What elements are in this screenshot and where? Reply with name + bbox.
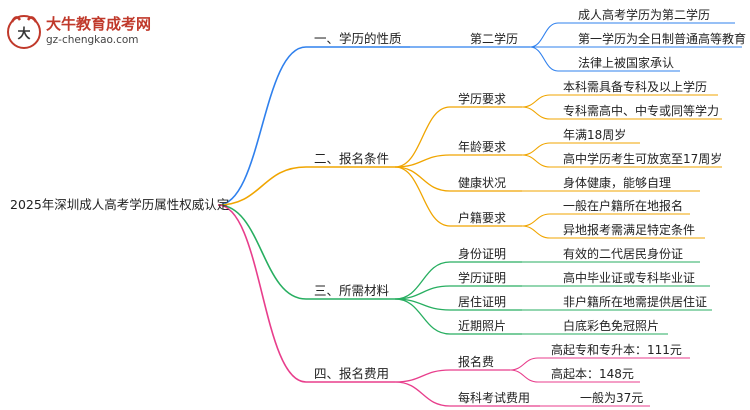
- leaf-label: 高中学历考生可放宽至17周岁: [563, 152, 723, 166]
- leaf-label: 成人高考学历为第二学历: [578, 8, 711, 22]
- sub-node-label: 健康状况: [458, 176, 507, 190]
- sub-node-label: 学历证明: [458, 271, 507, 285]
- bull-logo-icon: 大: [7, 15, 41, 49]
- branch-sub-connector: [394, 166, 451, 192]
- sub-node-label: 户籍要求: [458, 211, 507, 225]
- branch-label: 三、所需材料: [314, 283, 390, 298]
- sub-leaf-connector: [521, 106, 551, 120]
- site-logo: 大 大牛教育成考网 gz-chengkao.com: [6, 10, 156, 54]
- root-branch-connector: [217, 204, 307, 383]
- leaf-label: 高起本：148元: [551, 367, 634, 381]
- leaf-label: 一般在户籍所在地报名: [563, 199, 684, 213]
- leaf-label: 高中毕业证或专科毕业证: [563, 271, 696, 285]
- sub-node-label: 学历要求: [458, 92, 507, 106]
- leaf-label: 异地报考需满足特定条件: [563, 223, 696, 237]
- sub-leaf-connector: [521, 154, 551, 168]
- leaf-label: 法律上被国家承认: [578, 56, 675, 70]
- branch-label: 四、报名费用: [314, 366, 390, 381]
- root-node: 2025年深圳成人高考学历属性权威认定: [10, 197, 230, 212]
- sub-leaf-connector: [509, 357, 539, 371]
- branch-label: 二、报名条件: [314, 151, 390, 166]
- logo-title: 大牛教育成考网: [46, 15, 152, 33]
- branch-sub-connector: [394, 106, 451, 168]
- leaf-label: 非户籍所在地需提供居住证: [563, 295, 708, 309]
- sub-leaf-connector: [529, 46, 559, 72]
- logo-url: gz-chengkao.com: [46, 34, 139, 46]
- sub-leaf-connector: [521, 94, 551, 108]
- branch-sub-connector: [394, 381, 451, 407]
- sub-leaf-connector: [529, 22, 559, 48]
- sub-leaf-connector: [521, 142, 551, 156]
- branch-sub-connector: [394, 154, 451, 168]
- sub-leaf-connector: [521, 225, 551, 239]
- sub-node-label: 年龄要求: [458, 140, 507, 154]
- sub-node-label: 居住证明: [458, 295, 507, 309]
- leaf-label: 第一学历为全日制普通高等教育: [578, 32, 747, 46]
- sub-leaf-connector: [521, 213, 551, 227]
- leaf-label: 高起专和专升本：111元: [551, 343, 682, 357]
- sub-node-label: 身份证明: [458, 247, 507, 261]
- sub-node-label: 第二学历: [470, 32, 519, 46]
- svg-text:大: 大: [17, 26, 30, 42]
- sub-leaf-connector: [509, 369, 539, 383]
- sub-node-label: 每科考试费用: [458, 391, 531, 405]
- sub-node-label: 近期照片: [458, 319, 507, 333]
- branch-sub-connector: [394, 261, 451, 300]
- sub-node-label: 报名费: [458, 355, 495, 369]
- leaf-label: 年满18周岁: [563, 128, 627, 142]
- root-branch-connector: [217, 204, 307, 300]
- branch-sub-connector: [394, 166, 451, 227]
- root-branch-connector: [217, 46, 307, 206]
- branch-label: 一、学历的性质: [314, 31, 402, 46]
- leaf-label: 本科需具备专科及以上学历: [563, 80, 708, 94]
- leaf-label: 有效的二代居民身份证: [563, 247, 684, 261]
- root-branch-connector: [217, 166, 307, 206]
- leaf-label: 身体健康，能够自理: [563, 176, 672, 190]
- leaf-label: 白底彩色免冠照片: [563, 319, 660, 333]
- leaf-label: 专科需高中、中专或同等学力: [563, 104, 720, 118]
- leaf-label: 一般为37元: [580, 391, 644, 405]
- branch-sub-connector: [394, 298, 451, 335]
- branch-sub-connector: [394, 369, 451, 383]
